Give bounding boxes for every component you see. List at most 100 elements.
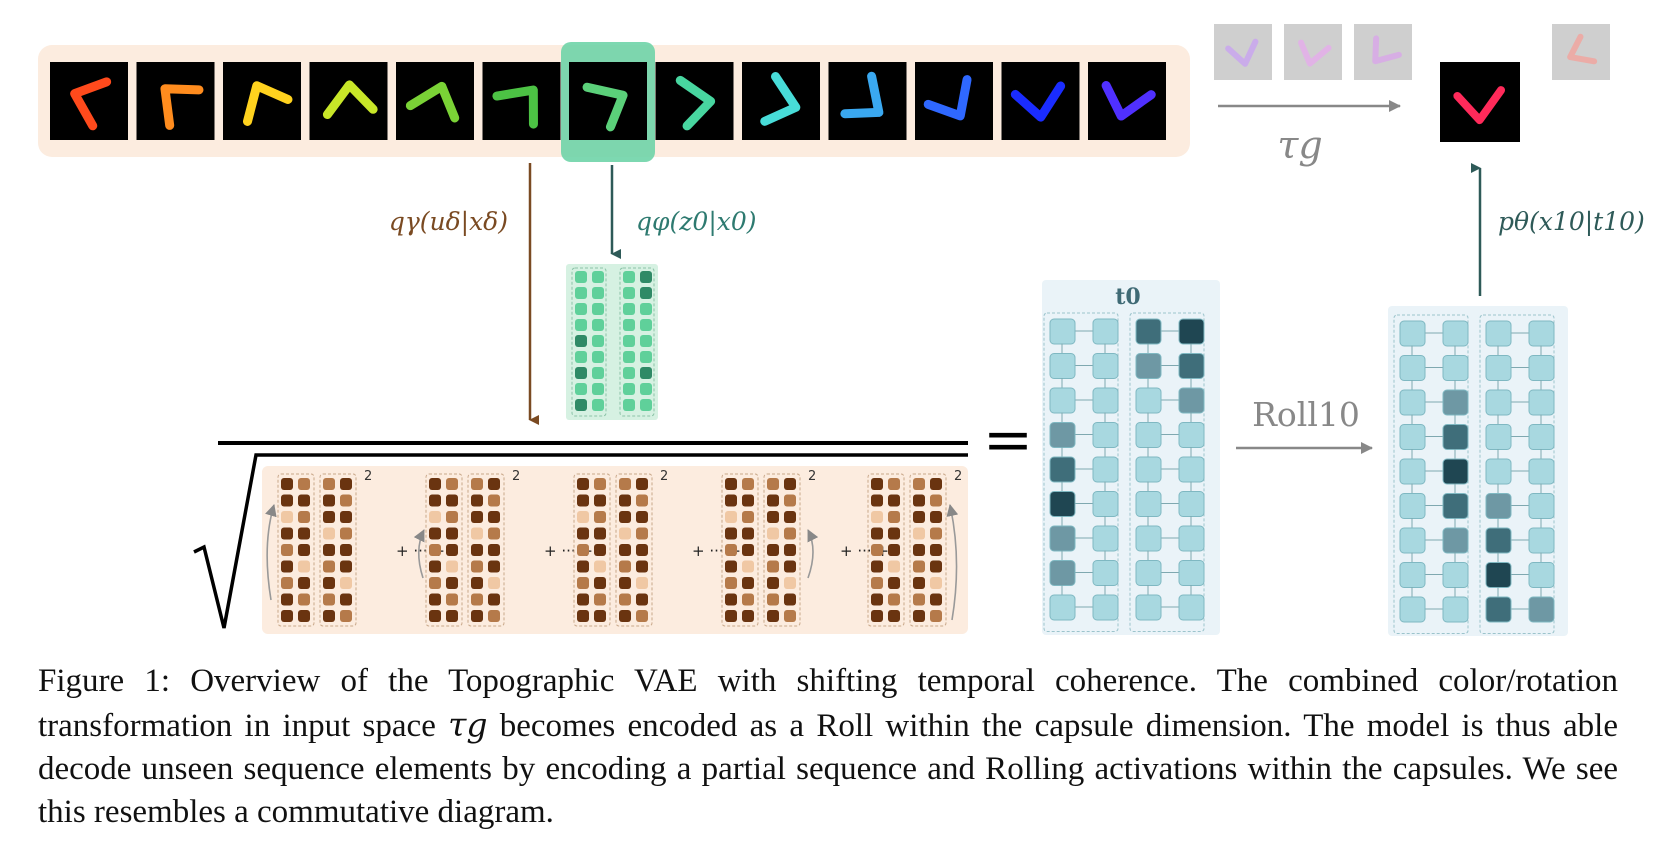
sum-cell bbox=[871, 544, 883, 556]
sum-cell bbox=[742, 560, 754, 573]
sum-cell bbox=[784, 610, 796, 622]
capsule-cell bbox=[1528, 355, 1555, 381]
z0-cell bbox=[575, 287, 587, 299]
sum-cell bbox=[888, 593, 900, 606]
sum-cell bbox=[619, 593, 631, 606]
q-gamma-label: qγ(uδ|xδ) bbox=[389, 207, 508, 237]
digit-stroke bbox=[675, 75, 716, 131]
p-theta-label: pθ(x10|t10) bbox=[1498, 207, 1645, 237]
sum-cell bbox=[471, 593, 483, 606]
capsule-cell bbox=[1178, 491, 1205, 517]
sum-cell bbox=[594, 577, 606, 589]
sum-cell bbox=[725, 494, 737, 507]
sum-cell bbox=[636, 593, 648, 606]
capsule-cell bbox=[1442, 527, 1469, 554]
sum-background bbox=[262, 466, 968, 634]
sum-cell bbox=[323, 544, 335, 556]
sum-cell bbox=[767, 560, 779, 573]
sum-cell bbox=[488, 610, 500, 622]
sum-cell bbox=[871, 577, 883, 589]
sum-cell bbox=[281, 511, 293, 523]
sum-cell bbox=[281, 478, 293, 490]
capsule-cell bbox=[1049, 594, 1076, 621]
sum-cell bbox=[913, 593, 925, 606]
capsule-cell bbox=[1528, 596, 1555, 623]
sum-cell bbox=[323, 511, 335, 523]
sum-cell bbox=[871, 527, 883, 540]
capsule-cell bbox=[1442, 562, 1469, 588]
sqrt-symbol bbox=[193, 453, 968, 629]
sum-cell bbox=[471, 560, 483, 573]
capsule-cell bbox=[1528, 424, 1555, 450]
z0-cell bbox=[623, 399, 635, 411]
ghost-frame bbox=[1214, 24, 1272, 80]
capsule-cell bbox=[1092, 318, 1119, 345]
sum-cell bbox=[281, 610, 293, 622]
capsule-cell bbox=[1528, 493, 1555, 519]
sum-cell bbox=[340, 560, 352, 573]
ghost-frame bbox=[1354, 24, 1412, 80]
sum-capsule-groups: 2+ ··· +2+ ··· +2+ ··· +2+ ··· +2 bbox=[265, 469, 962, 627]
sum-cell bbox=[488, 494, 500, 507]
caption-label: Figure 1: bbox=[38, 663, 171, 699]
z0-cell bbox=[592, 287, 604, 299]
capsule-cell bbox=[1485, 596, 1512, 623]
sum-cell bbox=[323, 593, 335, 606]
sum-cell bbox=[577, 593, 589, 606]
sum-cell bbox=[930, 527, 942, 540]
sum-cell bbox=[742, 577, 754, 589]
sum-cell bbox=[871, 593, 883, 606]
capsule-cell bbox=[1442, 389, 1469, 416]
decoded-image bbox=[1440, 62, 1520, 142]
z0-background bbox=[566, 264, 658, 420]
capsule-cell bbox=[1178, 560, 1205, 586]
capsule-cell bbox=[1178, 353, 1205, 379]
capsule-cell bbox=[1092, 491, 1119, 517]
digit-stroke bbox=[582, 82, 628, 132]
z0-cell bbox=[575, 335, 587, 347]
exponent-label: 2 bbox=[512, 469, 520, 484]
z0-cell bbox=[623, 319, 635, 331]
sum-cell bbox=[577, 610, 589, 622]
capsule-cell bbox=[1528, 320, 1555, 347]
sequence-frame bbox=[309, 62, 388, 140]
sum-cell bbox=[281, 560, 293, 573]
sum-cell bbox=[636, 610, 648, 622]
sum-cell bbox=[871, 478, 883, 490]
sum-cell bbox=[471, 577, 483, 589]
sum-cell bbox=[429, 544, 441, 556]
sum-cell bbox=[594, 478, 606, 490]
sum-cell bbox=[298, 577, 310, 589]
z0-cell bbox=[640, 367, 652, 379]
sum-cell bbox=[930, 494, 942, 507]
capsule-cell bbox=[1092, 525, 1119, 552]
sum-cell bbox=[298, 593, 310, 606]
capsule-cell bbox=[1399, 493, 1426, 519]
sum-cell bbox=[888, 494, 900, 507]
capsule-cell bbox=[1135, 456, 1162, 483]
capsule-cell bbox=[1178, 422, 1205, 448]
sum-cell bbox=[340, 544, 352, 556]
digit-stroke bbox=[1101, 80, 1156, 121]
exponent-label: 2 bbox=[954, 469, 962, 484]
sum-cell bbox=[471, 494, 483, 507]
sequence-frame bbox=[482, 62, 561, 140]
z0-capsules bbox=[566, 264, 658, 420]
capsule-cell bbox=[1092, 594, 1119, 621]
sum-cell bbox=[871, 560, 883, 573]
sum-cell bbox=[619, 560, 631, 573]
sum-cell bbox=[577, 494, 589, 507]
digit-stroke bbox=[405, 81, 460, 123]
sum-cell bbox=[888, 560, 900, 573]
sum-cell bbox=[488, 527, 500, 540]
sum-cell bbox=[298, 527, 310, 540]
sum-cell bbox=[298, 610, 310, 622]
sum-cell bbox=[323, 610, 335, 622]
sum-cell bbox=[323, 527, 335, 540]
capsule-cell bbox=[1399, 355, 1426, 381]
digit-stroke bbox=[70, 77, 112, 131]
sum-cell bbox=[913, 527, 925, 540]
capsule-cell bbox=[1485, 493, 1512, 519]
sum-cell bbox=[619, 577, 631, 589]
z0-cell bbox=[623, 303, 635, 315]
